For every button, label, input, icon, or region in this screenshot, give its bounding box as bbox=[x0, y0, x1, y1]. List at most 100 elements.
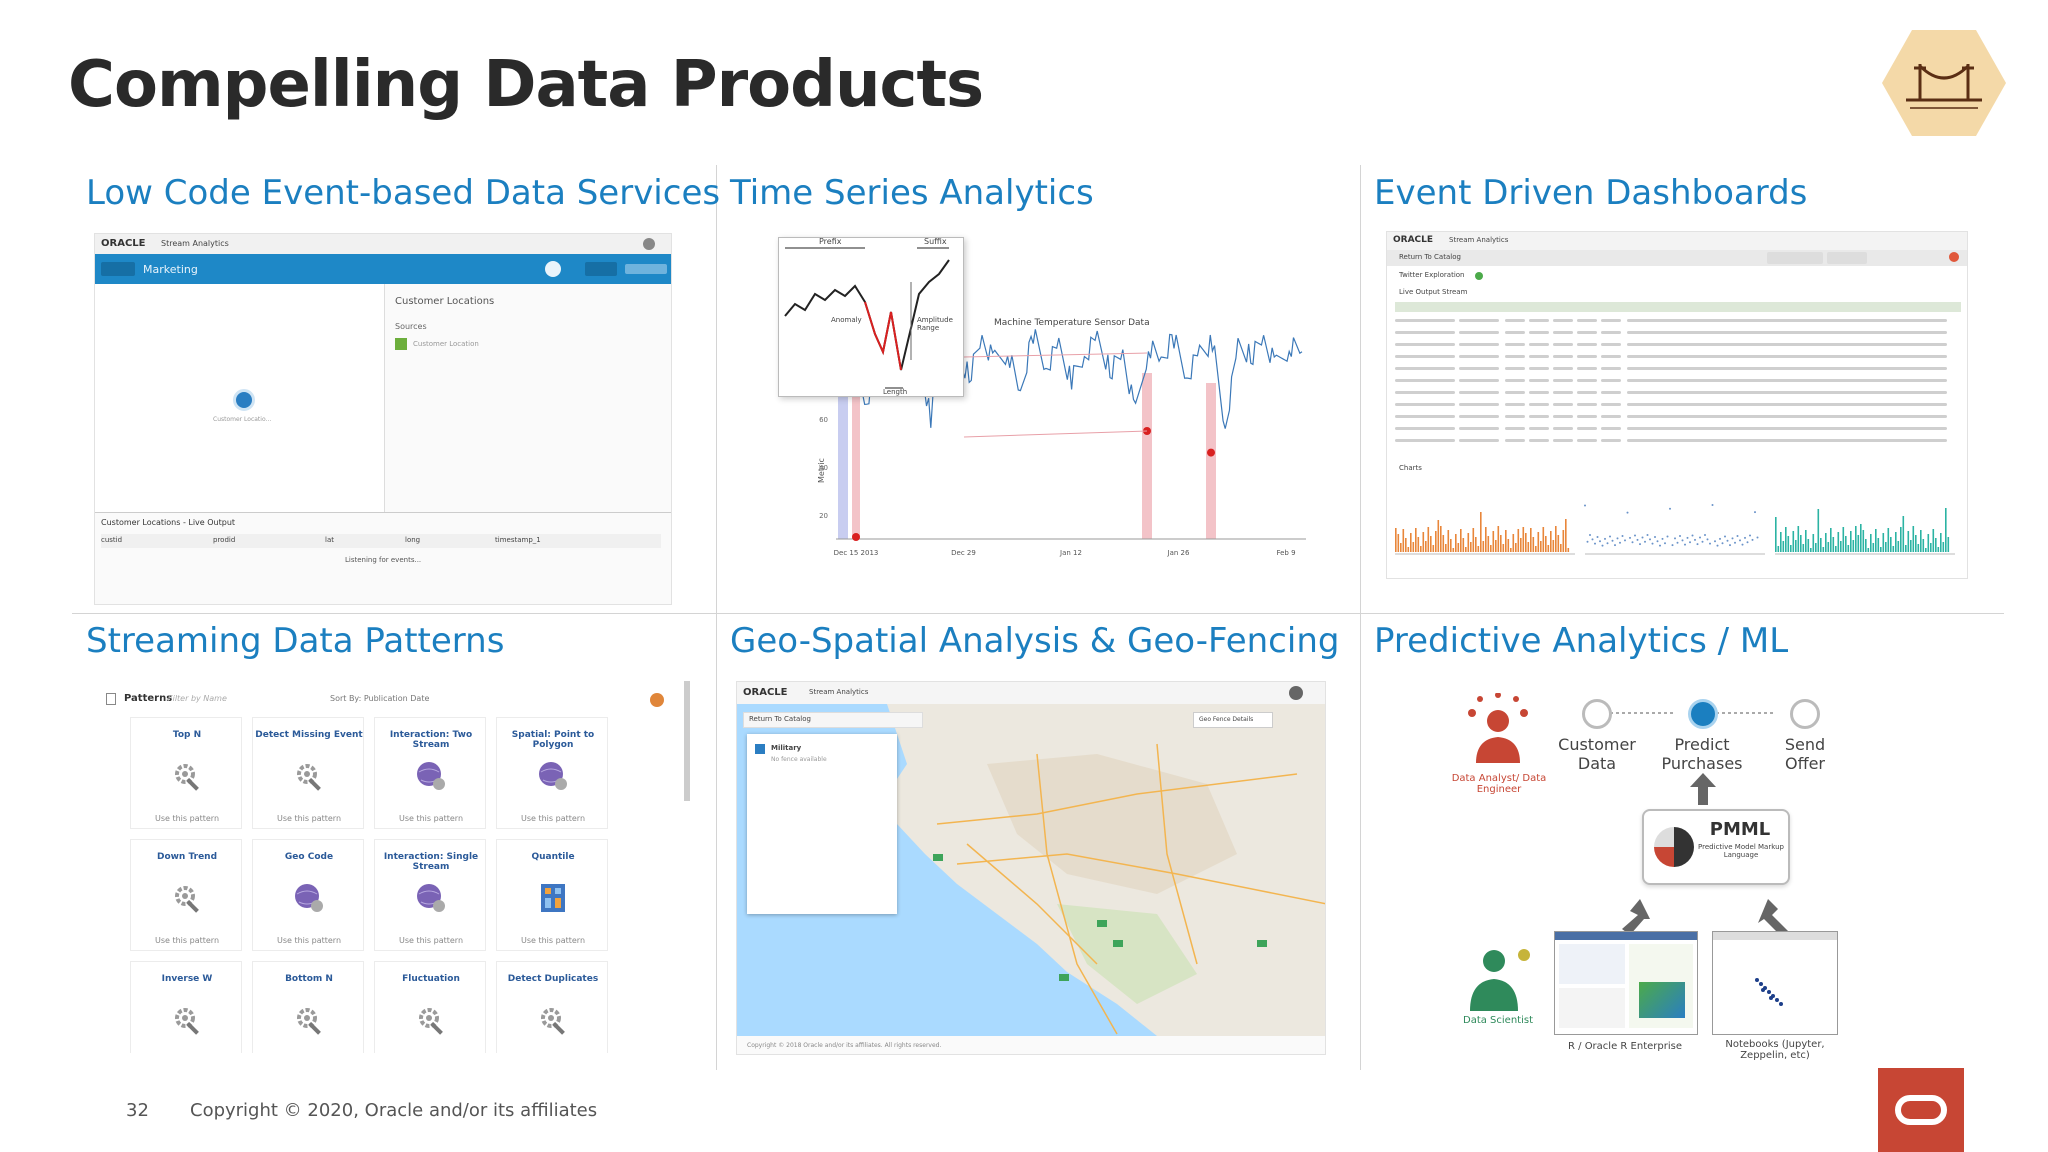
dashboard-chart-mark bbox=[1601, 544, 1604, 547]
table-row[interactable] bbox=[1395, 328, 1961, 338]
panel-toggle-icon[interactable] bbox=[106, 693, 116, 705]
user-icon[interactable] bbox=[1289, 686, 1303, 700]
dashboard-chart-mark bbox=[1731, 537, 1734, 540]
sort-select[interactable]: Sort By: Publication Date bbox=[330, 694, 430, 703]
dashboard-chart-mark bbox=[1472, 528, 1475, 552]
dashboard-chart-mark bbox=[1820, 538, 1822, 552]
r-label: R / Oracle R Enterprise bbox=[1568, 1041, 1682, 1052]
table-row[interactable] bbox=[1395, 388, 1961, 398]
dashboard-chart-mark bbox=[1872, 543, 1875, 552]
dashboard-chart-mark bbox=[1696, 543, 1699, 546]
dashboard-chart-mark bbox=[1641, 536, 1644, 539]
dashboard-chart-mark bbox=[1422, 532, 1425, 552]
app-name: Stream Analytics bbox=[1449, 236, 1509, 244]
use-pattern-link[interactable]: Use this pattern bbox=[154, 936, 220, 945]
dashboard-chart-mark bbox=[1805, 530, 1807, 552]
gear-wrench-icon bbox=[293, 760, 325, 792]
pattern-card[interactable]: Inverse WUse this pattern bbox=[130, 961, 242, 1053]
back-link[interactable]: Return To Catalog bbox=[749, 715, 811, 723]
dashboard-chart-mark bbox=[1787, 536, 1790, 552]
dashboard-chart-mark bbox=[1440, 526, 1442, 552]
use-pattern-link[interactable]: Use this pattern bbox=[398, 936, 464, 945]
use-pattern-link[interactable]: Use this pattern bbox=[154, 814, 220, 823]
table-row[interactable] bbox=[1395, 352, 1961, 362]
use-pattern-link[interactable]: Use this pattern bbox=[398, 814, 464, 823]
pattern-name: Interaction: Two Stream bbox=[389, 730, 473, 750]
oracle-brand: ORACLE bbox=[743, 687, 788, 698]
pattern-card[interactable]: FluctuationUse this pattern bbox=[374, 961, 486, 1053]
user-avatar-icon[interactable] bbox=[650, 693, 664, 707]
dashboard-chart-mark bbox=[1666, 535, 1669, 538]
use-pattern-link[interactable]: Use this pattern bbox=[520, 814, 586, 823]
filter-input[interactable]: Filter by Name bbox=[168, 694, 227, 703]
dashboard-chart-mark bbox=[1646, 534, 1649, 537]
dashboard-chart-mark bbox=[1490, 545, 1492, 552]
pipeline-node-icon[interactable] bbox=[233, 389, 255, 411]
scrollbar[interactable] bbox=[684, 681, 690, 801]
table-row[interactable] bbox=[1395, 424, 1961, 434]
dashboard-chart-mark bbox=[1420, 546, 1422, 552]
use-pattern-link[interactable]: Use this pattern bbox=[520, 936, 586, 945]
dashboard-chart-mark bbox=[1802, 544, 1805, 552]
dashboard-chart-mark bbox=[1775, 517, 1777, 552]
highlight-band bbox=[838, 343, 848, 539]
dashboard-chart-mark bbox=[1862, 530, 1865, 552]
x-tick-label: Feb 9 bbox=[1276, 549, 1295, 557]
user-icon[interactable] bbox=[643, 238, 655, 250]
dashboard-chart-mark bbox=[1462, 538, 1465, 552]
pmml-box: PMML Predictive Model Markup Language bbox=[1642, 809, 1790, 885]
dashboard-chart-mark bbox=[1604, 537, 1606, 540]
dashboard-chart-mark bbox=[1517, 529, 1520, 552]
dashboard-chart-mark bbox=[1480, 512, 1482, 552]
pattern-name: Quantile bbox=[531, 852, 575, 862]
geo-fence-button[interactable] bbox=[1193, 712, 1273, 728]
publish-button[interactable] bbox=[585, 262, 617, 276]
source-item[interactable]: Customer Location bbox=[413, 340, 479, 348]
dashboard-chart-mark bbox=[1649, 538, 1651, 541]
globe-gear-icon bbox=[415, 760, 447, 792]
dashboard-chart-mark bbox=[1922, 539, 1925, 552]
back-link[interactable]: Return To Catalog bbox=[1399, 253, 1461, 261]
back-button[interactable] bbox=[101, 262, 135, 276]
dashboard-chart-mark bbox=[1455, 534, 1457, 552]
notification-icon[interactable] bbox=[1949, 252, 1959, 262]
table-row[interactable] bbox=[1395, 436, 1961, 446]
publish-icon[interactable] bbox=[545, 261, 561, 277]
table-row[interactable] bbox=[1395, 412, 1961, 422]
dashboard-chart-mark bbox=[1822, 547, 1825, 552]
dashboard-chart-mark bbox=[1395, 528, 1397, 552]
dashboard-chart-mark bbox=[1932, 529, 1935, 552]
dashboard-chart-mark bbox=[1679, 535, 1681, 537]
use-pattern-link[interactable]: Use this pattern bbox=[276, 814, 342, 823]
table-row[interactable] bbox=[1395, 400, 1961, 410]
dashboard-chart-mark bbox=[1925, 548, 1927, 552]
table-row[interactable] bbox=[1395, 376, 1961, 386]
toolbar-icons[interactable] bbox=[625, 264, 667, 274]
configure-button[interactable] bbox=[1767, 252, 1823, 264]
dashboard-chart-mark bbox=[1756, 536, 1759, 539]
dashboard-chart-mark bbox=[1827, 542, 1830, 552]
dashboard-chart-mark bbox=[1407, 547, 1410, 552]
sources-label: Sources bbox=[395, 322, 427, 331]
use-pattern-link[interactable]: Use this pattern bbox=[276, 936, 342, 945]
pattern-name: Detect Missing Event bbox=[255, 730, 363, 740]
layer-icon[interactable] bbox=[755, 744, 765, 754]
dashboard-chart-mark bbox=[1686, 536, 1689, 539]
actions-button[interactable] bbox=[1827, 252, 1867, 264]
dashboard-chart-mark bbox=[1594, 542, 1596, 545]
dashboard-chart-mark bbox=[1550, 531, 1552, 552]
table-row[interactable] bbox=[1395, 340, 1961, 350]
pattern-card[interactable]: Detect DuplicatesUse this pattern bbox=[496, 961, 608, 1053]
dashboard-chart-mark bbox=[1754, 511, 1756, 514]
table-row[interactable] bbox=[1395, 364, 1961, 374]
table-row[interactable] bbox=[1395, 316, 1961, 326]
